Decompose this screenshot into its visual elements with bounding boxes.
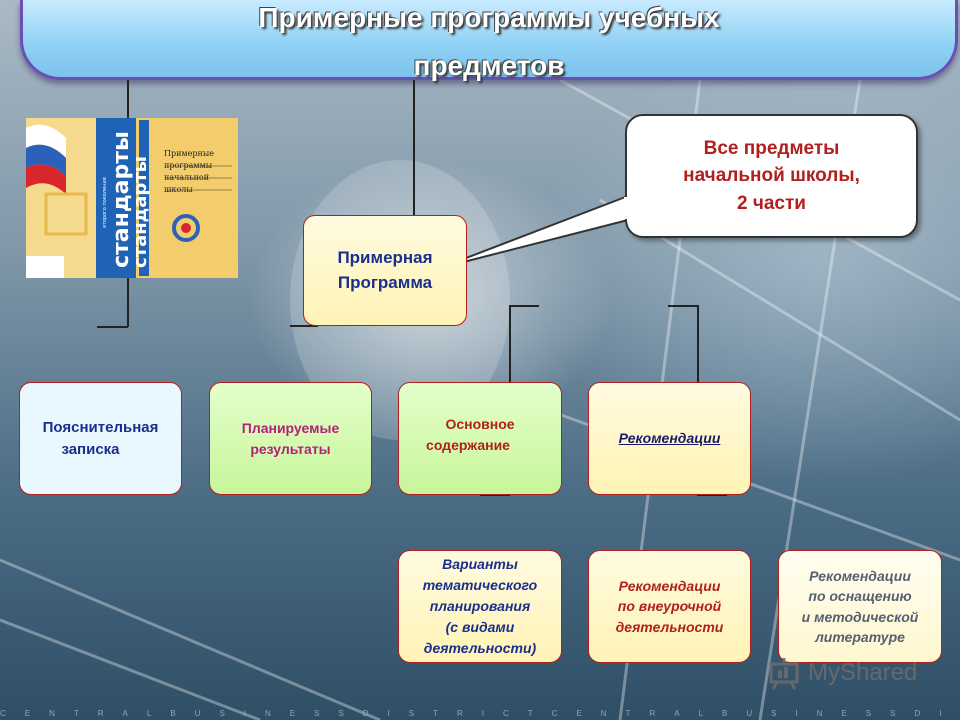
node-content-line-1: Основное <box>445 416 515 433</box>
node-extracurricular-line-3: деятельности <box>615 618 724 635</box>
node-planning-variants: Варианты тематического планирования (с в… <box>398 550 562 663</box>
node-equipment-line-1: Рекомендации <box>809 567 911 584</box>
presentation-icon <box>769 658 799 690</box>
node-main-line-2: Программа <box>337 272 433 292</box>
node-planned-line-2: результаты <box>250 440 331 457</box>
callout-pointer-mask <box>624 197 629 219</box>
connector-content-top <box>509 305 539 307</box>
title-banner: Примерные программы учебных предметов <box>20 0 958 81</box>
watermark: MyShared <box>768 656 917 690</box>
connector-rec-vert <box>697 305 699 383</box>
node-recommendations-text: Рекомендации <box>618 430 721 447</box>
book-cover-line-1: Примерные <box>164 149 214 158</box>
node-explanatory-note: Пояснительная записка <box>19 382 182 495</box>
node-variants-line-5: деятельности) <box>423 640 537 656</box>
connector-main-foot <box>290 325 318 327</box>
node-equipment-line-3: и методической <box>801 608 919 625</box>
title-line-2: предметов <box>413 50 565 81</box>
node-variants-line-2: тематического <box>422 577 538 593</box>
book-spine-text: стандарты <box>109 131 134 268</box>
watermark-text: MyShared <box>808 659 918 686</box>
node-variants-line-4: (с видами <box>445 619 515 635</box>
callout-line-3: 2 части <box>736 192 806 214</box>
book-cover-line-4: школы <box>164 185 193 194</box>
book-cover-line-2: программы <box>164 161 213 170</box>
connector-left-foot <box>97 326 128 328</box>
callout-all-subjects: Все предметы начальной школы, 2 части <box>625 114 918 238</box>
connector-content-vert <box>509 305 511 383</box>
node-planned-results: Планируемые результаты <box>209 382 372 495</box>
node-main-line-1: Примерная <box>337 247 433 267</box>
node-equipment-literature: Рекомендации по оснащению и методической… <box>778 550 942 663</box>
book-cover-line-3: начальной <box>164 173 209 182</box>
node-main-program: Примерная Программа <box>303 215 467 326</box>
node-main-content: Основное содержание <box>398 382 562 495</box>
node-equipment-line-4: литературе <box>815 628 905 645</box>
node-variants-line-3: планирования <box>429 598 531 614</box>
footer-text: CENTRALBUSINESSDISTRICTCENTRALBUSINESSDI… <box>0 709 960 718</box>
book-spine-subtitle: второго поколения <box>102 177 108 228</box>
node-planned-line-1: Планируемые <box>241 420 340 437</box>
node-explanatory-line-2: записка <box>61 440 120 458</box>
node-extracurricular: Рекомендации по внеурочной деятельности <box>588 550 751 663</box>
node-content-line-2: содержание <box>426 436 510 453</box>
node-recommendations: Рекомендации <box>588 382 751 495</box>
title-line-1: Примерные программы учебных <box>258 2 720 33</box>
callout-line-1: Все предметы <box>703 137 840 159</box>
book-spine-text-2: стандарты <box>130 156 151 268</box>
callout-line-2: начальной школы, <box>683 165 860 187</box>
node-equipment-line-2: по оснащению <box>808 588 912 605</box>
book-cover-image: стандарты второго поколения стандарты Пр… <box>26 118 238 278</box>
connector-rec-top <box>668 305 698 307</box>
node-explanatory-line-1: Пояснительная <box>42 418 159 436</box>
node-extracurricular-line-1: Рекомендации <box>618 578 721 595</box>
node-variants-line-1: Варианты <box>442 556 518 572</box>
connector-main <box>413 80 415 216</box>
node-extracurricular-line-2: по внеурочной <box>617 598 722 615</box>
